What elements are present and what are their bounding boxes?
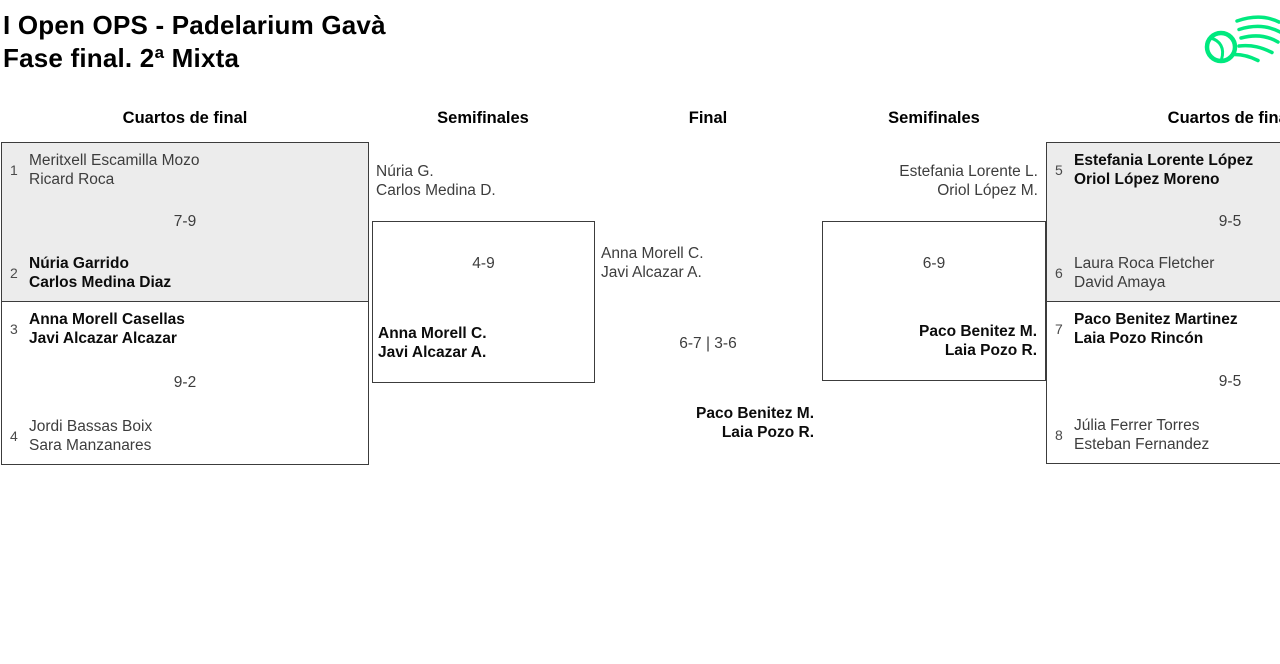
player-name: Júlia Ferrer Torres bbox=[1074, 417, 1200, 434]
round-header-semifinals-left: Semifinales bbox=[437, 109, 529, 127]
team-names: Jordi Bassas Boix Sara Manzanares bbox=[29, 417, 152, 455]
team-names: Laura Roca Fletcher David Amaya bbox=[1074, 254, 1214, 292]
team-row: 4 Jordi Bassas Boix Sara Manzanares bbox=[2, 417, 368, 455]
final-winner-team: Paco Benitez M. Laia Pozo R. bbox=[596, 404, 814, 442]
seed-number: 7 bbox=[1055, 321, 1063, 337]
round-header-final: Final bbox=[688, 109, 728, 127]
match-score: 9-5 bbox=[1218, 373, 1242, 390]
player-name: Paco Benitez M. bbox=[696, 405, 814, 422]
round-header-quarterfinals-right: Cuartos de final bbox=[1167, 109, 1280, 127]
player-name: Carlos Medina D. bbox=[376, 182, 496, 199]
player-name: Estefania Lorente López bbox=[1074, 152, 1254, 169]
player-name: Núria Garrido bbox=[29, 255, 129, 272]
team-row: 7 Paco Benitez Martinez Laia Pozo Rincón bbox=[1047, 310, 1280, 348]
player-name: Meritxell Escamilla Mozo bbox=[29, 152, 200, 169]
seed-number: 2 bbox=[10, 265, 18, 281]
seed-number: 8 bbox=[1055, 427, 1063, 443]
player-name: Esteban Fernandez bbox=[1074, 436, 1210, 453]
player-name: David Amaya bbox=[1074, 274, 1166, 291]
match-card-qf3: 5 Estefania Lorente López Oriol López Mo… bbox=[1046, 142, 1280, 302]
player-name: Paco Benitez Martinez bbox=[1074, 311, 1238, 328]
team-names: Paco Benitez Martinez Laia Pozo Rincón bbox=[1074, 310, 1238, 348]
match-score: 7-9 bbox=[173, 212, 197, 230]
match-card-sf-left: 4-9 Anna Morell C. Javi Alcazar A. bbox=[372, 221, 595, 383]
team-row: 5 Estefania Lorente López Oriol López Mo… bbox=[1047, 151, 1280, 189]
player-name: Laia Pozo Rincón bbox=[1074, 330, 1204, 347]
team-row: 8 Júlia Ferrer Torres Esteban Fernandez bbox=[1047, 416, 1280, 454]
player-name: Estefania Lorente L. bbox=[899, 163, 1038, 180]
player-name: Laia Pozo R. bbox=[944, 342, 1037, 359]
sf-right-winner-team: Paco Benitez M. Laia Pozo R. bbox=[919, 322, 1037, 360]
seed-number: 6 bbox=[1055, 265, 1063, 281]
match-card-sf-right: 6-9 Paco Benitez M. Laia Pozo R. bbox=[822, 221, 1046, 381]
match-score: 6-9 bbox=[922, 255, 946, 272]
round-header-quarterfinals-left: Cuartos de final bbox=[122, 109, 248, 127]
player-name: Ricard Roca bbox=[29, 171, 115, 188]
player-name: Oriol López M. bbox=[937, 182, 1038, 199]
sf-right-top-team: Estefania Lorente L. Oriol López M. bbox=[822, 162, 1038, 200]
team-names: Anna Morell Casellas Javi Alcazar Alcaza… bbox=[29, 310, 185, 348]
match-score: 4-9 bbox=[472, 255, 495, 272]
player-name: Carlos Medina Diaz bbox=[29, 274, 172, 291]
player-name: Jordi Bassas Boix bbox=[29, 418, 153, 435]
player-name: Oriol López Moreno bbox=[1074, 171, 1220, 188]
player-name: Javi Alcazar A. bbox=[378, 344, 487, 361]
sf-left-winner-team: Anna Morell C. Javi Alcazar A. bbox=[378, 324, 487, 362]
player-name: Paco Benitez M. bbox=[919, 323, 1037, 340]
team-row: 3 Anna Morell Casellas Javi Alcazar Alca… bbox=[2, 310, 368, 348]
team-names: Estefania Lorente López Oriol López More… bbox=[1074, 151, 1253, 189]
seed-number: 3 bbox=[10, 321, 18, 337]
page-title: I Open OPS - Padelarium Gavà Fase final.… bbox=[3, 9, 386, 75]
player-name: Laia Pozo R. bbox=[721, 424, 814, 441]
sf-left-top-team: Núria G. Carlos Medina D. bbox=[376, 162, 496, 200]
team-row: 1 Meritxell Escamilla Mozo Ricard Roca bbox=[2, 151, 368, 189]
player-name: Anna Morell C. bbox=[378, 325, 487, 342]
team-names: Núria Garrido Carlos Medina Diaz bbox=[29, 254, 171, 292]
player-name: Sara Manzanares bbox=[29, 437, 152, 454]
team-row: 2 Núria Garrido Carlos Medina Diaz bbox=[2, 254, 368, 292]
final-score: 6-7 | 3-6 bbox=[679, 335, 737, 352]
seed-number: 4 bbox=[10, 428, 18, 444]
flying-padel-ball-icon bbox=[1204, 15, 1280, 64]
seed-number: 1 bbox=[10, 162, 18, 178]
match-score: 9-5 bbox=[1218, 212, 1242, 230]
final-top-team: Anna Morell C. Javi Alcazar A. bbox=[601, 244, 704, 282]
player-name: Anna Morell C. bbox=[601, 245, 704, 262]
team-row: 6 Laura Roca Fletcher David Amaya bbox=[1047, 254, 1280, 292]
phase-name: Fase final. 2ª Mixta bbox=[3, 43, 240, 73]
player-name: Núria G. bbox=[376, 163, 434, 180]
player-name: Javi Alcazar Alcazar bbox=[29, 330, 177, 347]
team-names: Meritxell Escamilla Mozo Ricard Roca bbox=[29, 151, 200, 189]
team-names: Júlia Ferrer Torres Esteban Fernandez bbox=[1074, 416, 1209, 454]
tournament-name: I Open OPS - Padelarium Gavà bbox=[3, 10, 386, 40]
player-name: Anna Morell Casellas bbox=[29, 311, 185, 328]
match-score: 9-2 bbox=[173, 373, 197, 391]
seed-number: 5 bbox=[1055, 162, 1063, 178]
player-name: Javi Alcazar A. bbox=[601, 264, 702, 281]
match-card-qf1: 1 Meritxell Escamilla Mozo Ricard Roca 7… bbox=[1, 142, 369, 302]
player-name: Laura Roca Fletcher bbox=[1074, 255, 1215, 272]
round-header-semifinals-right: Semifinales bbox=[888, 109, 980, 127]
match-card-qf4: 7 Paco Benitez Martinez Laia Pozo Rincón… bbox=[1046, 301, 1280, 464]
match-card-qf2: 3 Anna Morell Casellas Javi Alcazar Alca… bbox=[1, 301, 369, 465]
